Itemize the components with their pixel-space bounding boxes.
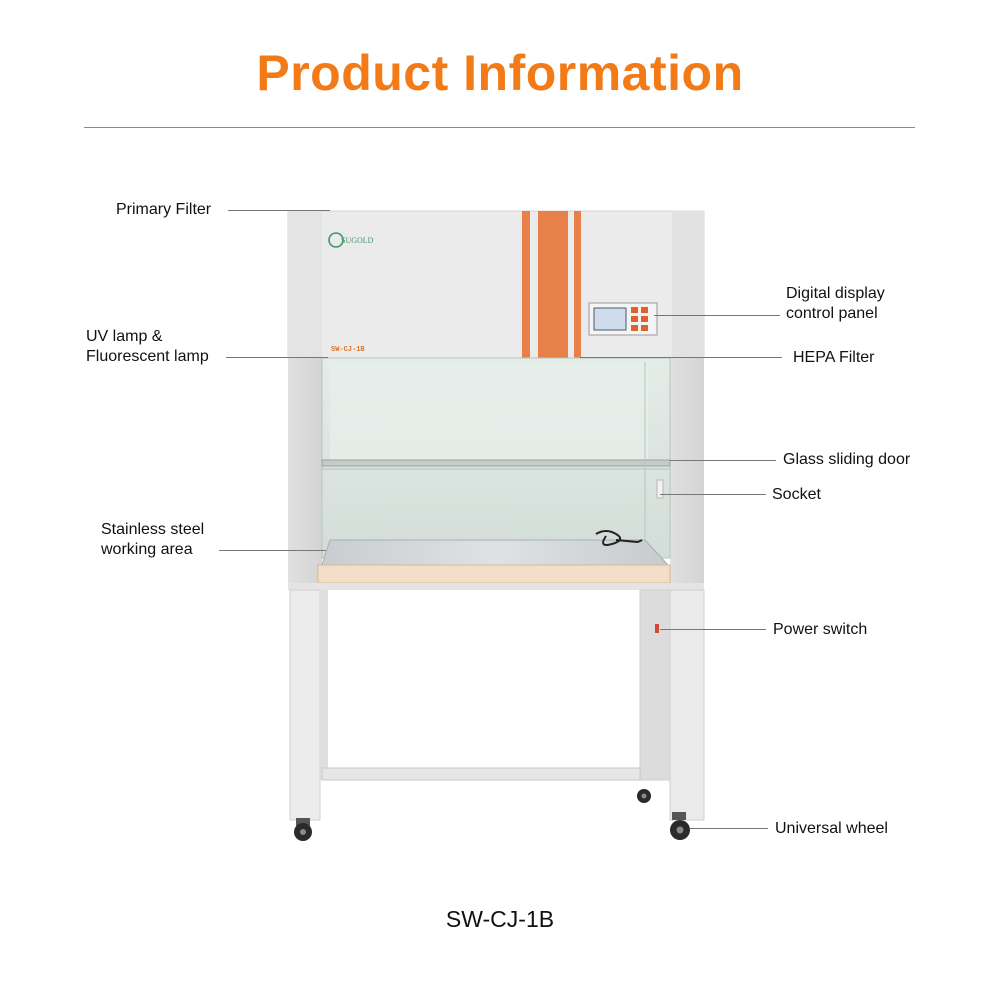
callout-socket: Socket: [772, 486, 821, 503]
leader-stainless: [219, 550, 326, 551]
control-panel: [588, 302, 658, 336]
callout-uv-lamp-line2: Fluorescent lamp: [86, 348, 209, 365]
callout-stainless-line1: Stainless steel: [101, 521, 205, 538]
callout-power-switch: Power switch: [773, 621, 868, 638]
model-caption: SW-CJ-1B: [445, 906, 555, 932]
leader-glass-door: [670, 460, 776, 461]
callout-hepa: HEPA Filter: [793, 349, 875, 366]
front-model-plate: SW-CJ-1B: [331, 346, 365, 354]
leader-power-switch: [660, 629, 766, 630]
stand-frame: [289, 589, 705, 821]
brand-logo-text: SUGOLD: [341, 236, 374, 245]
callout-digital-line2: control panel: [786, 305, 878, 322]
title-divider: [84, 127, 915, 128]
leader-hepa: [580, 357, 782, 358]
callout-glass-door: Glass sliding door: [783, 451, 911, 468]
leader-uv-lamp: [226, 357, 328, 358]
stainless-working-surface: [317, 530, 671, 584]
page-title: Product Information: [256, 45, 744, 101]
callout-digital-line1: Digital display: [786, 285, 885, 302]
callout-stainless-line2: working area: [101, 541, 193, 558]
callout-primary-filter: Primary Filter: [116, 201, 212, 218]
leader-digital: [654, 315, 780, 316]
leader-wheel: [690, 828, 768, 829]
callout-wheel: Universal wheel: [775, 820, 888, 837]
orange-stripes: [522, 211, 581, 358]
cabinet-top-housing: [287, 210, 705, 359]
leader-primary-filter: [228, 210, 330, 211]
callout-uv-lamp-line1: UV lamp &: [86, 328, 163, 345]
work-chamber: [288, 357, 704, 590]
leader-socket: [660, 494, 766, 495]
universal-wheels: [294, 789, 690, 841]
brand-logo: SUGOLD: [328, 232, 374, 248]
